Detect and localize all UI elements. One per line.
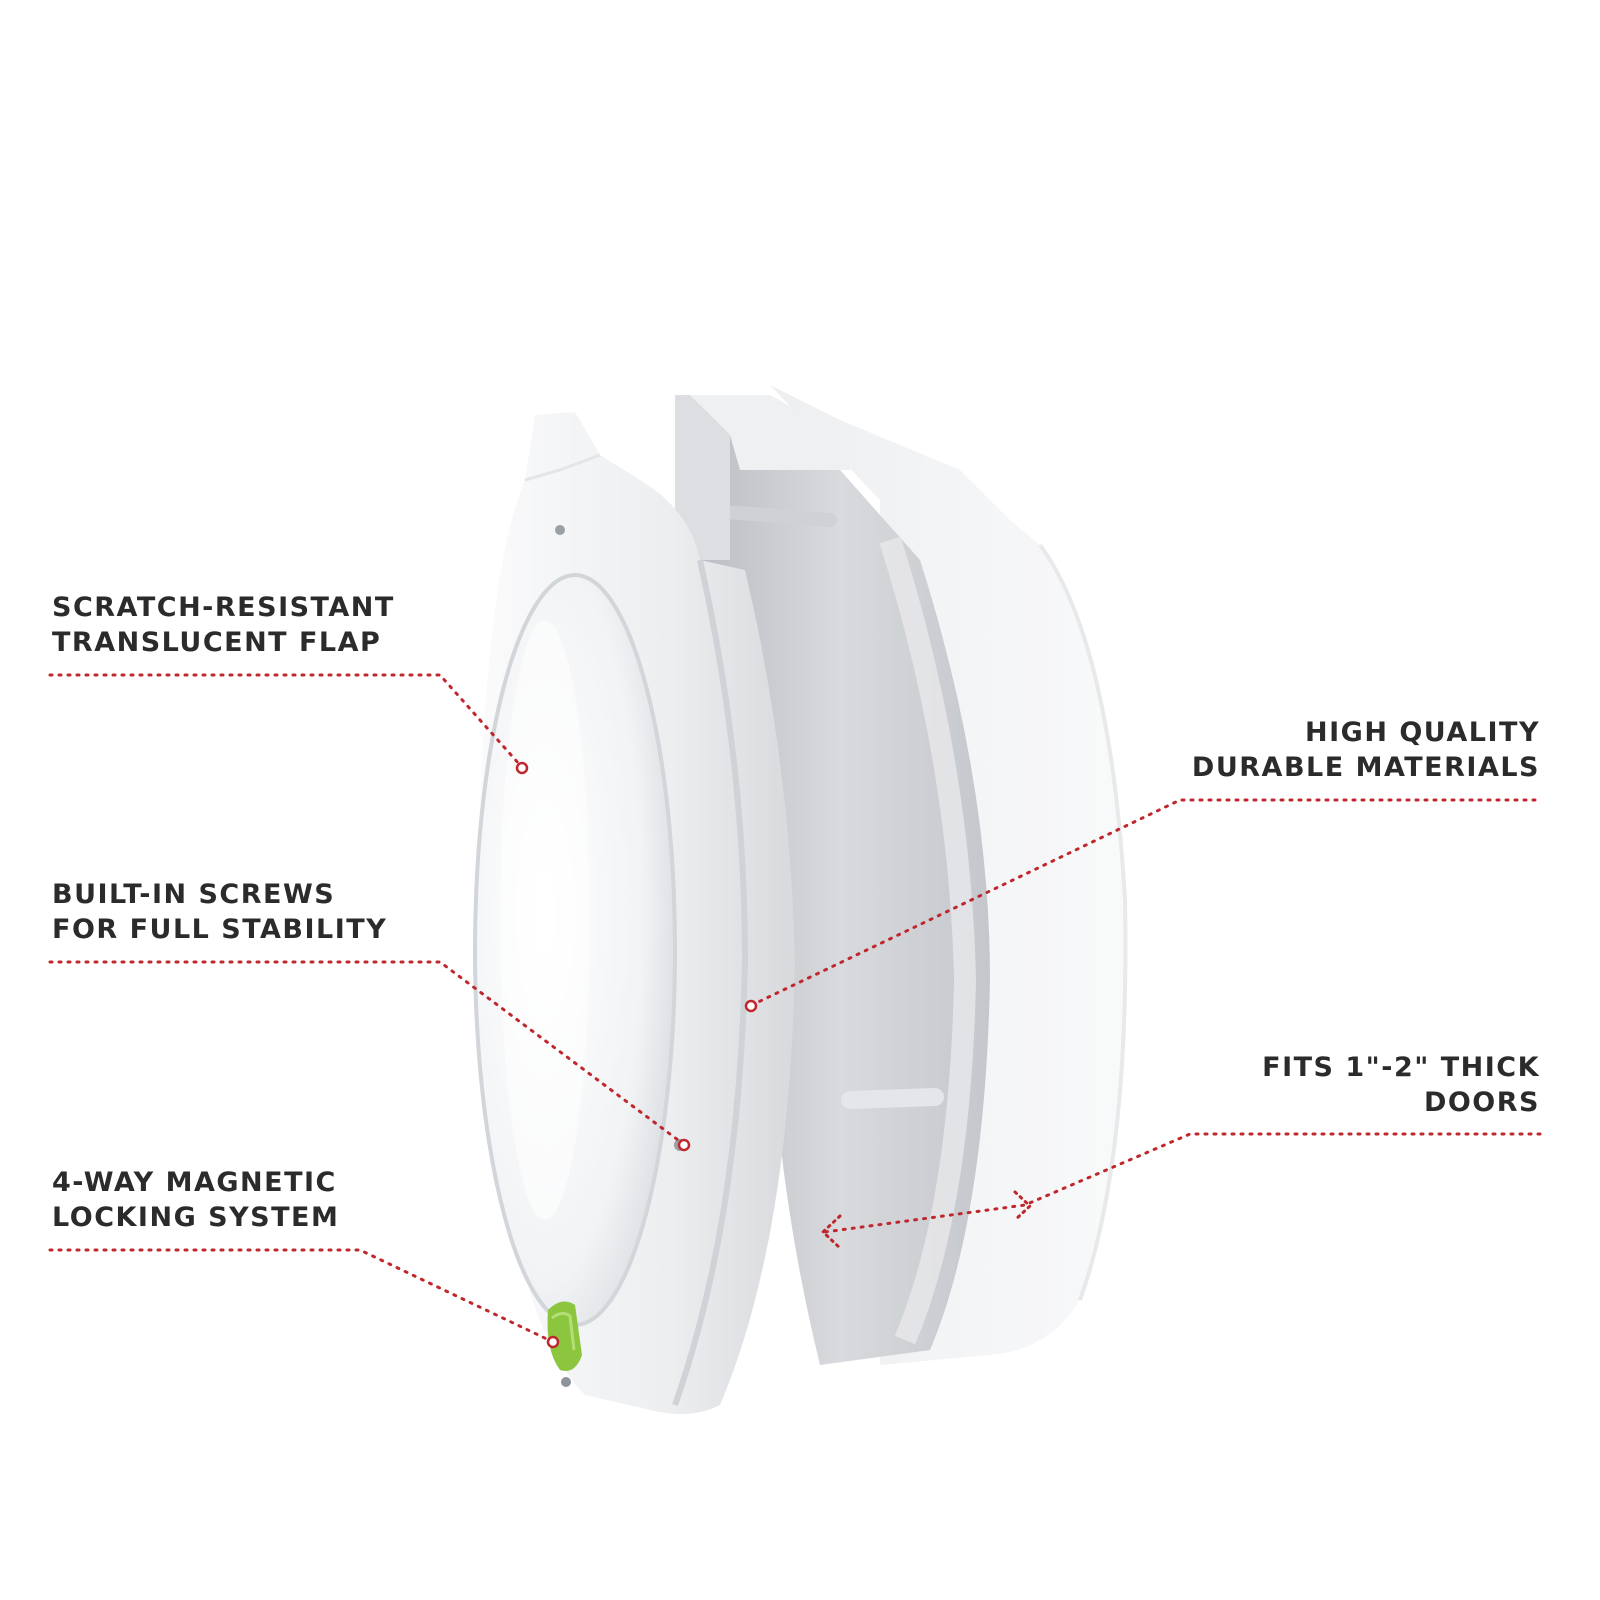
- callout-flap: SCRATCH-RESISTANT TRANSLUCENT FLAP: [52, 590, 395, 660]
- callout-screws-line2: FOR FULL STABILITY: [52, 914, 388, 945]
- callout-materials-line2: DURABLE MATERIALS: [1191, 752, 1540, 783]
- thickness-arrows: [820, 1190, 1033, 1250]
- leader-lines: [48, 673, 1542, 1343]
- callout-thickness-line1: FITS 1"-2" THICK: [1262, 1052, 1540, 1083]
- arrow-right-icon: [1013, 1190, 1033, 1222]
- point-flap: [515, 761, 529, 775]
- callout-thickness-line2: DOORS: [1423, 1087, 1540, 1118]
- magnetic-latch-icon: [547, 1301, 582, 1387]
- callout-locking: 4-WAY MAGNETIC LOCKING SYSTEM: [52, 1165, 339, 1235]
- arrow-left-icon: [820, 1214, 842, 1250]
- callout-locking-line1: 4-WAY MAGNETIC: [52, 1167, 337, 1198]
- point-materials: [744, 999, 758, 1013]
- callout-locking-line2: LOCKING SYSTEM: [52, 1202, 340, 1233]
- leader-thickness: [823, 1132, 1542, 1234]
- top-tab: [675, 395, 850, 560]
- point-locking: [546, 1335, 560, 1349]
- callout-materials-line1: HIGH QUALITY: [1305, 717, 1540, 748]
- callout-screws-line1: BUILT-IN SCREWS: [52, 879, 336, 910]
- tunnel: [690, 400, 990, 1365]
- callout-screws: BUILT-IN SCREWS FOR FULL STABILITY: [52, 877, 387, 947]
- callout-thickness: FITS 1"-2" THICK DOORS: [1262, 1050, 1540, 1120]
- callout-flap-line1: SCRATCH-RESISTANT: [52, 592, 395, 623]
- flap: [473, 573, 677, 1327]
- callout-flap-line2: TRANSLUCENT FLAP: [52, 627, 382, 658]
- leader-endpoints: [515, 761, 758, 1349]
- leader-flap: [48, 673, 522, 767]
- leader-materials: [750, 798, 1537, 1007]
- callout-materials: HIGH QUALITY DURABLE MATERIALS: [1192, 715, 1540, 785]
- leader-locking: [48, 1248, 553, 1343]
- leader-screws: [48, 960, 684, 1145]
- point-screws: [677, 1138, 691, 1152]
